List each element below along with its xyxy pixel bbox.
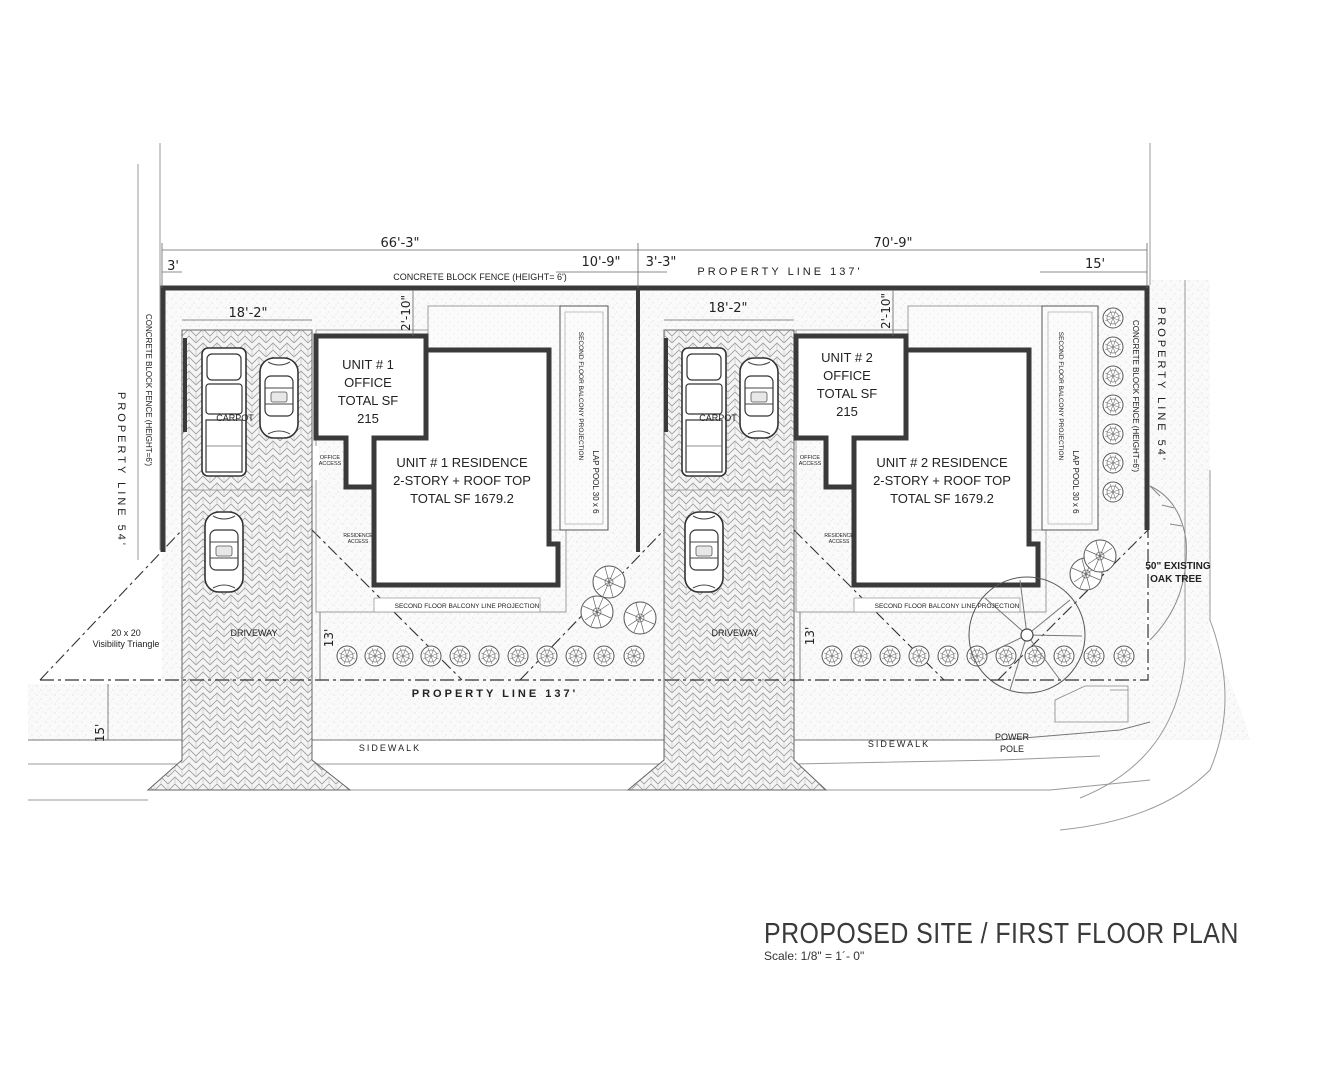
residence-line-1-unit1: UNIT # 1 RESIDENCE	[396, 455, 528, 470]
residence-line-1-unit2: UNIT # 2 RESIDENCE	[876, 455, 1008, 470]
dim-office-offset-2: 2'-10"	[879, 293, 893, 329]
oak-label-a: 50" EXISTING	[1145, 561, 1211, 572]
property-line-top: PROPERTY LINE 137'	[697, 266, 862, 278]
balcony-line-2	[853, 597, 1021, 613]
sidewalk-label-1: SIDEWALK	[359, 743, 421, 753]
office-line-2-unit1: OFFICE	[344, 375, 392, 390]
lap-pool-1	[559, 305, 609, 531]
street-curb-line	[28, 721, 1151, 741]
visibility-triangle-left	[39, 529, 183, 681]
lap-pool-label-2: LAP POOL 30 x 6	[1071, 450, 1080, 514]
oak-label-b: OAK TREE	[1150, 574, 1202, 585]
dim-overall-right: 70'-9"	[873, 236, 912, 251]
dim-left-setback: 3'	[167, 259, 179, 274]
power-pole-label-b: POLE	[1000, 744, 1024, 754]
fence-right-label: CONCRETE BLOCK FENCE (HEIGHT=6')	[1131, 320, 1140, 472]
dim-right-setback: 15'	[1085, 257, 1105, 272]
fence-left-label: CONCRETE BLOCK FENCE (HEIGHT=6')	[144, 314, 153, 466]
office-line-1-unit2: UNIT # 2	[821, 350, 873, 365]
residence-line-2-unit1: 2-STORY + ROOF TOP	[393, 473, 531, 488]
office-divider-1	[371, 350, 429, 487]
residence-access-1b: ACCESS	[348, 539, 369, 545]
lap-pool-inner-1	[564, 311, 604, 525]
residence-line-3-unit2: TOTAL SF 1679.2	[890, 491, 994, 506]
street-edge	[28, 779, 1151, 801]
fence-perimeter	[160, 285, 1150, 552]
lap-pool-inner-2	[1047, 311, 1093, 525]
residence-line-3-unit1: TOTAL SF 1679.2	[410, 491, 514, 506]
visibility-label-b: Visibility Triangle	[93, 639, 160, 649]
sidewalk-lines	[28, 755, 1101, 765]
property-line-bottom-label: PROPERTY LINE 137'	[412, 688, 578, 700]
office-access-2b: ACCESS	[799, 461, 822, 467]
office-access-2a: OFFICE	[800, 455, 820, 461]
office-divider-2	[851, 350, 909, 487]
dim-carport-2: 18'-2"	[708, 301, 747, 316]
lap-pool-label-1: LAP POOL 30 x 6	[591, 450, 600, 514]
dim-mid-setback-b: 3'-3"	[646, 255, 677, 270]
oak-tree-icon	[968, 485, 1187, 694]
office-line-2-unit2: OFFICE	[823, 368, 871, 383]
dim-office-offset-1: 2'-10"	[399, 295, 413, 331]
office-line-1-unit1: UNIT # 1	[342, 357, 394, 372]
residence-access-1a: RESIDENCE	[343, 533, 373, 539]
dim-carport-1: 18'-2"	[228, 306, 267, 321]
dimension-lines	[107, 243, 1148, 740]
office-line-3-unit1: TOTAL SF	[338, 393, 398, 408]
dim-mid-setback-a: 10'-9"	[581, 255, 620, 270]
residence-line-2-unit2: 2-STORY + ROOF TOP	[873, 473, 1011, 488]
office-access-1b: ACCESS	[319, 461, 342, 467]
balcony-line-1	[373, 597, 541, 613]
dim-front-setback-2: 13'	[803, 627, 817, 646]
carport-label-2: CARPOT	[699, 413, 737, 423]
office-line-4-unit1: 215	[357, 411, 379, 426]
office-line-4-unit2: 215	[836, 404, 858, 419]
plan-scale: Scale: 1/8" = 1´- 0"	[764, 949, 865, 963]
plan-title: PROPOSED SITE / FIRST FLOOR PLAN	[764, 918, 1239, 950]
sidewalk-label-2: SIDEWALK	[868, 739, 930, 749]
residence-access-2b: ACCESS	[829, 539, 850, 545]
dim-front-setback-1: 13'	[322, 629, 336, 648]
carport-label-1: CARPOT	[216, 413, 254, 423]
corner-curve	[1059, 280, 1226, 831]
title-block: PROPOSED SITE / FIRST FLOOR PLAN Scale: …	[764, 918, 1316, 963]
corner-box	[1054, 685, 1129, 723]
property-line-bottom	[40, 530, 1149, 681]
lap-pool-2	[1041, 305, 1099, 531]
balcony-projection-label-2: SECOND FLOOR BALCONY PROJECTION	[1057, 332, 1064, 461]
property-line-left: PROPERTY LINE 54'	[115, 392, 127, 548]
driveway-label-2: DRIVEWAY	[711, 628, 758, 638]
balcony-line-label-2: SECOND FLOOR BALCONY LINE PROJECTION	[875, 603, 1020, 610]
property-line-right: PROPERTY LINE 54'	[1155, 307, 1167, 463]
office-access-1a: OFFICE	[320, 455, 340, 461]
office-line-3-unit2: TOTAL SF	[817, 386, 877, 401]
dim-overall-left: 66'-3"	[380, 236, 419, 251]
driveway-1	[146, 329, 352, 791]
left-survey-line	[137, 143, 161, 560]
dim-sidewalk-offset: 15'	[93, 724, 107, 743]
power-pole-label-a: POWER	[995, 732, 1030, 742]
balcony-projection-label-1: SECOND FLOOR BALCONY PROJECTION	[577, 332, 584, 461]
visibility-label-a: 20 x 20	[111, 628, 141, 638]
driveway-label-1: DRIVEWAY	[230, 628, 277, 638]
corner-parkway	[1148, 280, 1250, 740]
fence-top-label: CONCRETE BLOCK FENCE (HEIGHT= 6')	[393, 272, 567, 282]
driveway-2	[626, 329, 828, 791]
balcony-line-label-1: SECOND FLOOR BALCONY LINE PROJECTION	[395, 603, 540, 610]
residence-access-2a: RESIDENCE	[824, 533, 854, 539]
